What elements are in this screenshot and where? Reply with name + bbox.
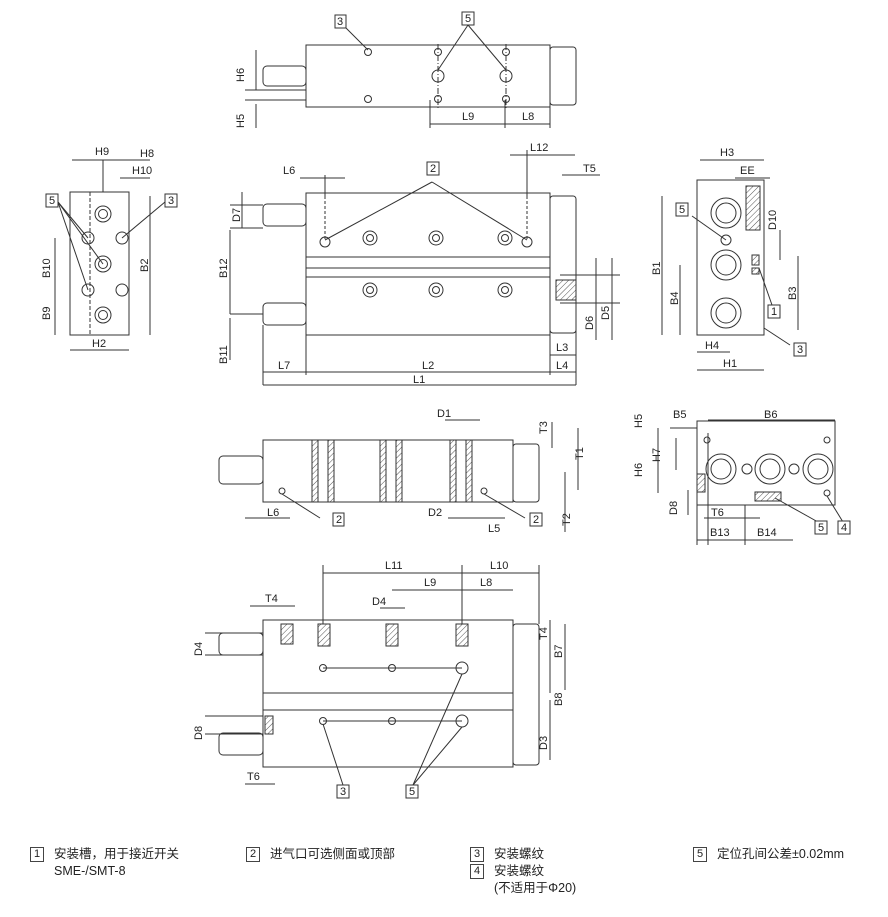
label-ref-4: 4 [841, 522, 847, 534]
legend-text: 定位孔间公差±0.02mm [717, 847, 845, 861]
label-b6: B6 [764, 409, 777, 421]
label-t4-right: T4 [538, 627, 550, 640]
label-l6: L6 [283, 165, 295, 177]
label-h10: H10 [132, 165, 152, 177]
label-t4-top: T4 [265, 593, 278, 605]
label-ref-2b: 2 [533, 514, 539, 526]
label-l9-bottom: L9 [424, 577, 436, 589]
label-l3: L3 [556, 342, 568, 354]
label-l11: L11 [385, 560, 403, 572]
label-l1: L1 [413, 374, 425, 386]
legend-item-5: 5 定位孔间公差±0.02mm [693, 846, 844, 863]
label-b7: B7 [553, 645, 565, 658]
label-h2: H2 [92, 338, 106, 350]
label-l9: L9 [462, 111, 474, 123]
label-ref-5-bottom: 5 [409, 786, 415, 798]
label-d2: D2 [428, 507, 442, 519]
label-ref-5-right: 5 [679, 204, 685, 216]
label-l6-section: L6 [267, 507, 279, 519]
label-ref-1: 1 [771, 306, 777, 318]
legend-item-2: 2 进气口可选侧面或顶部 [246, 846, 395, 863]
left-end-view [45, 159, 178, 351]
label-ref-3-right: 3 [797, 344, 803, 356]
label-d8-bottom: D8 [193, 726, 205, 740]
label-h6-end: H6 [633, 463, 645, 477]
legend-text: 进气口可选侧面或顶部 [270, 847, 396, 861]
label-t5: T5 [583, 163, 596, 175]
label-l8-bottom: L8 [480, 577, 492, 589]
label-b4: B4 [669, 292, 681, 305]
label-d7: D7 [231, 208, 243, 222]
label-l7: L7 [278, 360, 290, 372]
label-h8: H8 [140, 148, 154, 160]
label-ref-3-bottom: 3 [340, 786, 346, 798]
label-ref-5-left: 5 [49, 195, 55, 207]
legend-item-1: 1 安装槽，用于接近开关 SME-/SMT-8 [30, 846, 179, 880]
label-l12: L12 [530, 142, 548, 154]
label-ref-5-end: 5 [818, 522, 824, 534]
label-t2: T2 [561, 513, 573, 526]
label-d1: D1 [437, 408, 451, 420]
label-t3: T3 [538, 421, 550, 434]
label-l4: L4 [556, 360, 568, 372]
label-h9: H9 [95, 146, 109, 158]
label-l10: L10 [490, 560, 508, 572]
legend-num: 1 [30, 847, 44, 862]
front-view [229, 150, 620, 386]
top-view [245, 11, 577, 128]
label-h6: H6 [235, 68, 247, 82]
label-l2: L2 [422, 360, 434, 372]
label-d6: D6 [584, 316, 596, 330]
legend-num: 3 [470, 847, 484, 862]
label-d10: D10 [767, 210, 779, 230]
label-h5-end: H5 [633, 414, 645, 428]
label-b11: B11 [218, 345, 230, 364]
section-view [218, 419, 579, 532]
label-ref-2a: 2 [336, 514, 342, 526]
label-b10: B10 [41, 258, 53, 278]
label-d8-end: D8 [668, 501, 680, 515]
label-b14: B14 [757, 527, 777, 539]
label-b5: B5 [673, 409, 686, 421]
label-ref-3: 3 [337, 16, 343, 28]
legend-text: 安装螺纹 [494, 864, 545, 878]
label-t1: T1 [574, 447, 586, 460]
bottom-view [205, 565, 566, 799]
legend-num: 4 [470, 864, 484, 879]
label-b8: B8 [553, 693, 565, 706]
label-h5: H5 [235, 114, 247, 128]
legend-text-cont: (不适用于Φ20) [494, 881, 577, 895]
label-ref-2: 2 [430, 163, 436, 175]
label-h7: H7 [651, 448, 663, 462]
label-h1: H1 [723, 358, 737, 370]
label-ref-3-left: 3 [168, 195, 174, 207]
label-b9: B9 [41, 307, 53, 320]
label-l8: L8 [522, 111, 534, 123]
label-l5: L5 [488, 523, 500, 535]
label-b3: B3 [787, 287, 799, 300]
label-ee: EE [740, 165, 755, 177]
label-d3: D3 [538, 736, 550, 750]
legend-text: 安装螺纹 [494, 847, 545, 861]
legend-item-3-4: 3 安装螺纹 4 安装螺纹 (不适用于Φ20) [470, 846, 576, 897]
end-section-view [657, 419, 851, 545]
label-h4: H4 [705, 340, 719, 352]
label-b13: B13 [710, 527, 730, 539]
label-t6-bottom: T6 [247, 771, 260, 783]
legend-text: 安装槽，用于接近开关 [54, 847, 180, 861]
label-d5: D5 [600, 306, 612, 320]
label-d4-top: D4 [372, 596, 386, 608]
label-h3: H3 [720, 147, 734, 159]
label-b12: B12 [218, 258, 230, 278]
legend-text-cont: SME-/SMT-8 [54, 864, 126, 878]
right-end-view [661, 159, 807, 371]
label-b2: B2 [139, 259, 151, 272]
label-b1: B1 [651, 262, 663, 275]
label-t6-end: T6 [711, 507, 724, 519]
label-ref-5: 5 [465, 13, 471, 25]
legend-num: 5 [693, 847, 707, 862]
legend-num: 2 [246, 847, 260, 862]
label-d4-side: D4 [193, 642, 205, 656]
